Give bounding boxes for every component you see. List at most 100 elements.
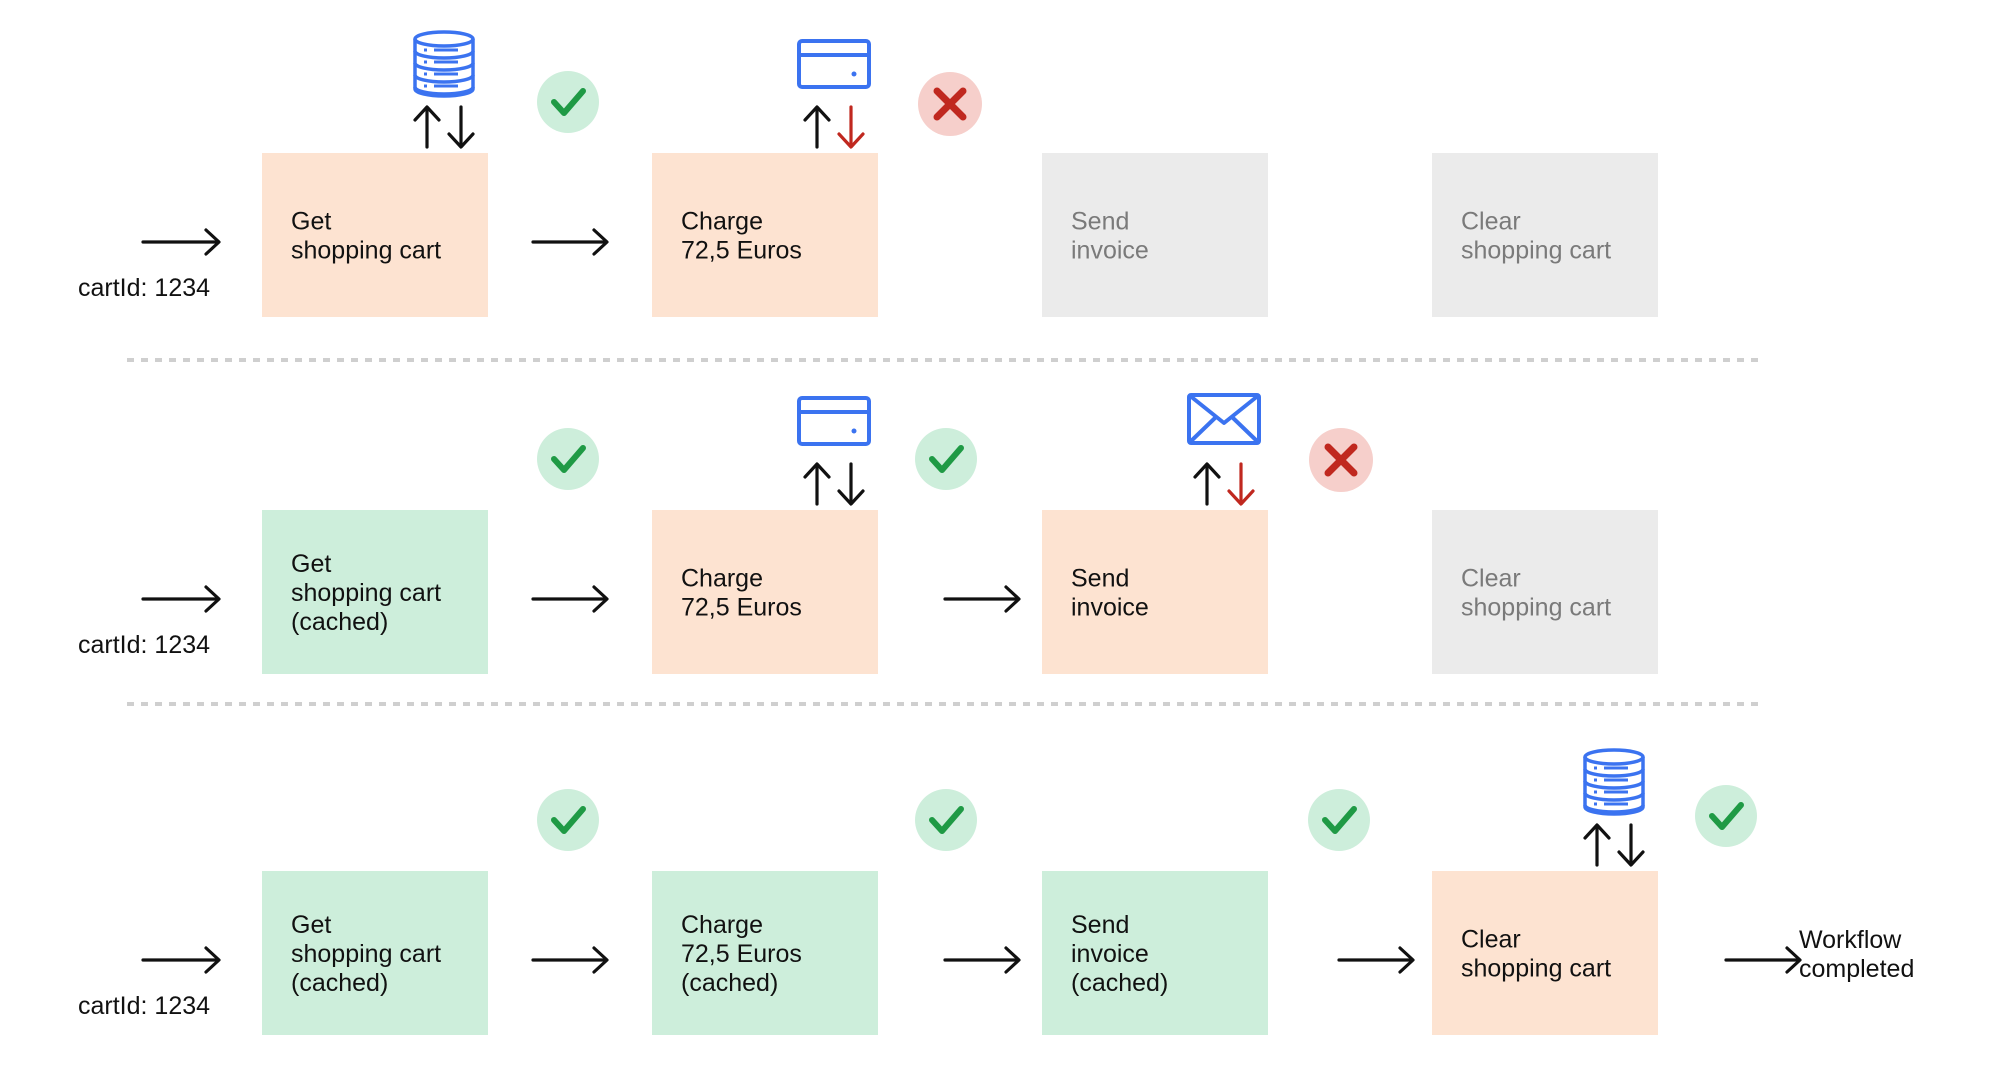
step-label: Send bbox=[1071, 208, 1129, 236]
arrow-down-icon bbox=[1617, 823, 1645, 867]
checkmark-icon bbox=[929, 806, 964, 834]
step-label: Get bbox=[291, 550, 331, 578]
envelope-icon bbox=[1187, 393, 1261, 445]
success-badge bbox=[915, 789, 977, 851]
flow-arrow bbox=[1337, 946, 1415, 974]
database-icon bbox=[1583, 748, 1645, 816]
success-badge bbox=[537, 789, 599, 851]
step-label: shopping cart bbox=[1461, 594, 1611, 622]
error-badge bbox=[918, 72, 982, 136]
step-label: (cached) bbox=[681, 969, 778, 997]
checkmark-icon bbox=[929, 445, 964, 473]
x-icon bbox=[933, 87, 967, 121]
flow-arrow bbox=[531, 946, 609, 974]
arrow-up-icon bbox=[1193, 462, 1221, 506]
step-background bbox=[1432, 510, 1658, 674]
request-response-arrows bbox=[1193, 462, 1255, 506]
flow-arrow bbox=[943, 585, 1021, 613]
credit-card-icon bbox=[797, 39, 871, 89]
workflow-completed-label: Workflow bbox=[1799, 926, 1902, 954]
input-label: cartId: 1234 bbox=[78, 274, 210, 302]
input-label: cartId: 1234 bbox=[78, 631, 210, 659]
request-response-arrows bbox=[803, 105, 865, 149]
request-response-arrows bbox=[1583, 823, 1645, 867]
arrow-up-icon bbox=[803, 105, 831, 149]
step-label: 72,5 Euros bbox=[681, 594, 802, 622]
credit-card-icon bbox=[797, 396, 871, 446]
step-background bbox=[1432, 871, 1658, 1035]
success-badge bbox=[1695, 785, 1757, 847]
step-label: Clear bbox=[1461, 926, 1521, 954]
step-background bbox=[1042, 153, 1268, 317]
step-background bbox=[652, 871, 878, 1035]
success-badge bbox=[1308, 789, 1370, 851]
step-label: invoice bbox=[1071, 594, 1149, 622]
step-background bbox=[262, 153, 488, 317]
step-label: invoice bbox=[1071, 940, 1149, 968]
step-label: Charge bbox=[681, 565, 763, 593]
success-badge bbox=[537, 71, 599, 133]
arrow-down-icon bbox=[447, 105, 475, 149]
step-label: shopping cart bbox=[291, 237, 441, 265]
step-background bbox=[262, 510, 488, 674]
step-label: shopping cart bbox=[291, 940, 441, 968]
input-label: cartId: 1234 bbox=[78, 992, 210, 1020]
flow-arrow bbox=[1724, 946, 1802, 974]
step-label: Get bbox=[291, 911, 331, 939]
step-label: Clear bbox=[1461, 208, 1521, 236]
step-background bbox=[652, 153, 878, 317]
error-badge bbox=[1309, 428, 1373, 492]
step-label: Send bbox=[1071, 911, 1129, 939]
step-label: Charge bbox=[681, 208, 763, 236]
database-icon bbox=[413, 30, 475, 98]
flow-arrow bbox=[141, 228, 221, 256]
arrow-down-icon bbox=[837, 105, 865, 149]
checkmark-icon bbox=[551, 445, 586, 473]
flow-arrow bbox=[141, 585, 221, 613]
step-label: shopping cart bbox=[1461, 955, 1611, 983]
flow-arrow bbox=[531, 228, 609, 256]
step-label: 72,5 Euros bbox=[681, 237, 802, 265]
step-label: Get bbox=[291, 208, 331, 236]
request-response-arrows bbox=[413, 105, 475, 149]
step-label: shopping cart bbox=[291, 579, 441, 607]
arrow-up-icon bbox=[803, 462, 831, 506]
step-label: (cached) bbox=[1071, 969, 1168, 997]
checkmark-icon bbox=[551, 88, 586, 116]
step-label: (cached) bbox=[291, 608, 388, 636]
arrow-down-icon bbox=[837, 462, 865, 506]
workflow-completed-label: completed bbox=[1799, 955, 1914, 983]
step-background bbox=[1432, 153, 1658, 317]
success-badge bbox=[915, 428, 977, 490]
step-label: Clear bbox=[1461, 565, 1521, 593]
step-label: shopping cart bbox=[1461, 237, 1611, 265]
arrow-up-icon bbox=[1583, 823, 1611, 867]
step-background bbox=[262, 871, 488, 1035]
step-label: Send bbox=[1071, 565, 1129, 593]
arrow-up-icon bbox=[413, 105, 441, 149]
step-background bbox=[652, 510, 878, 674]
flow-arrow bbox=[943, 946, 1021, 974]
flow-arrow bbox=[141, 946, 221, 974]
step-background bbox=[1042, 510, 1268, 674]
step-label: invoice bbox=[1071, 237, 1149, 265]
checkmark-icon bbox=[1322, 806, 1357, 834]
arrow-down-icon bbox=[1227, 462, 1255, 506]
checkmark-icon bbox=[551, 806, 586, 834]
